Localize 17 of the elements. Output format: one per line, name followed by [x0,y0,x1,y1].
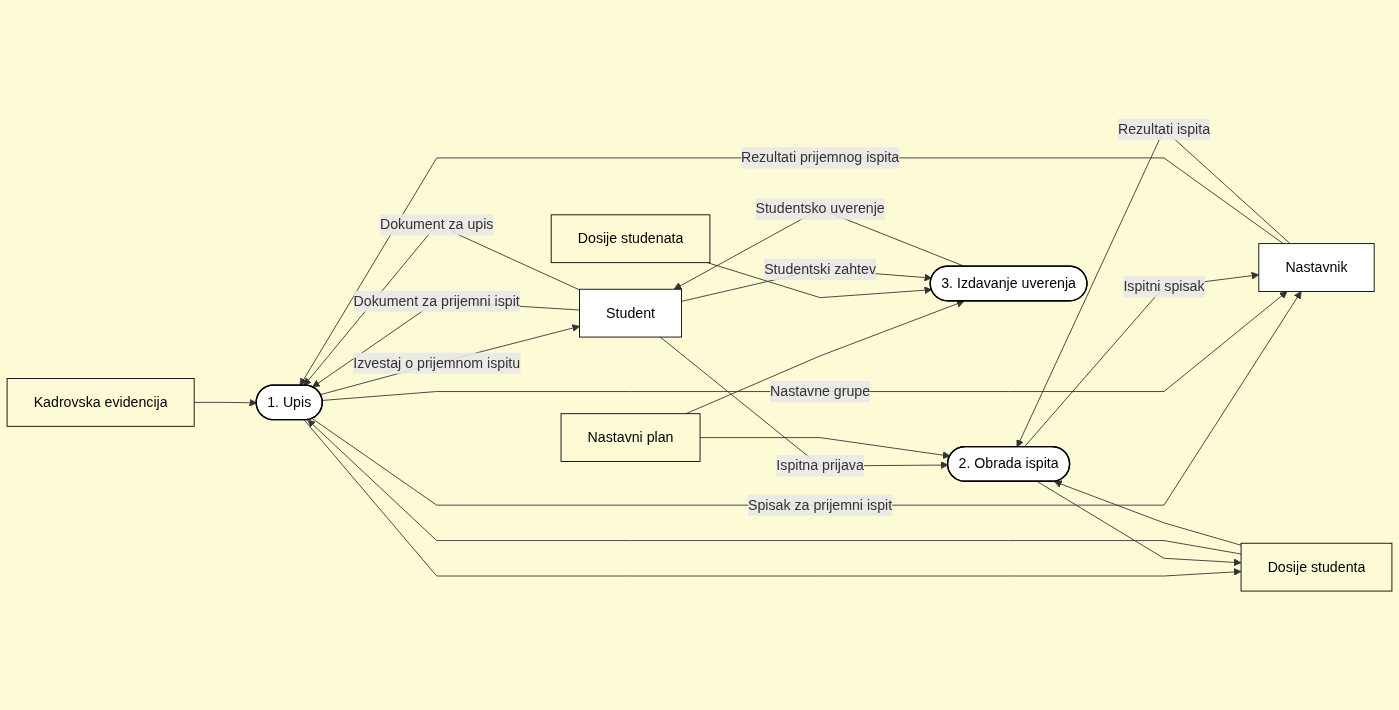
edge-label: Spisak za prijemni ispit [748,497,893,513]
node-box: Nastavni plan [560,413,701,462]
edge-label: Nastavne grupe [770,383,871,399]
node-box: Student [579,288,682,338]
edge-label: Ispitni spisak [1123,278,1205,294]
edge-label: Dokument za prijemni ispit [353,293,520,309]
node-box: Nastavnik [1258,243,1375,292]
edge-label: Rezultati prijemnog ispita [740,149,900,165]
edge-label: Studentsko uverenje [755,201,885,217]
node-box: Dosije studenata [550,214,711,264]
edge-label: Ispitna prijava [776,457,864,474]
edge-label: Rezultati ispita [1117,121,1211,137]
edge-label: Dokument za upis [379,216,494,232]
node-box: Dosije studenta [1240,542,1393,592]
edge-label: Izvestaj o prijemnom ispitu [353,355,521,371]
edge-label: Studentski zahtev [764,261,877,277]
node-box: Kadrovska evidencija [6,378,195,427]
